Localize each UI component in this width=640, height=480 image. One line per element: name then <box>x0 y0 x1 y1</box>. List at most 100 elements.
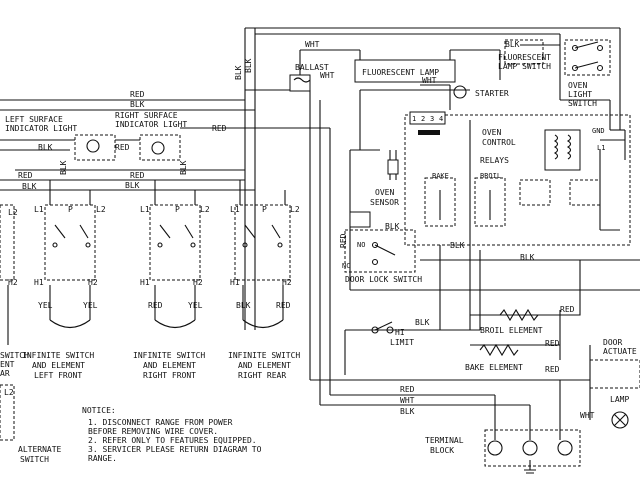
oven-sensor-label-2: SENSOR <box>370 198 399 207</box>
rf-h2-label: H2 <box>193 278 203 287</box>
left-indicator-label-2: INDICATOR LIGHT <box>5 124 77 133</box>
right-indicator-label-1: RIGHT SURFACE <box>115 111 178 120</box>
nc-label: NC <box>342 262 350 270</box>
oven-sensor: OVEN SENSOR <box>370 150 399 207</box>
infinite-switch-left-front: L1 P L2 H1 H2 YEL YEL INFINITE SWITCH AN… <box>22 204 106 380</box>
door-actuated-label-1: DOOR <box>603 338 622 347</box>
wire-blk-5: BLK <box>505 40 520 49</box>
cut-switch-label-2: ENT <box>0 360 15 369</box>
pin-4: 4 <box>439 115 443 123</box>
wire-blk-3: BLK <box>22 182 37 191</box>
alternate-switch: L2 ALTERNATE SWITCH <box>0 384 62 464</box>
bake-element-label: BAKE ELEMENT <box>465 363 523 372</box>
wire-blk-1: BLK <box>130 100 145 109</box>
right-surface-indicator: RIGHT SURFACE INDICATOR LIGHT <box>115 111 187 161</box>
infinite-switch-right-rear: L1 P L2 H1 H2 BLK RED INFINITE SWITCH AN… <box>228 204 300 380</box>
starter-label: STARTER <box>475 89 509 98</box>
rf-label-2: AND ELEMENT <box>143 361 196 370</box>
lf-l2-label: L2 <box>96 205 106 214</box>
notice-item-5: RANGE. <box>88 454 117 463</box>
lamp-label: LAMP <box>610 395 629 404</box>
wire-blk-vert-4: BLK <box>179 160 188 175</box>
wire-red-7: RED <box>545 339 560 348</box>
wire-blk-vert-3: BLK <box>59 160 68 175</box>
wire-blk-vert-2: BLK <box>244 58 253 73</box>
left-indicator-label-1: LEFT SURFACE <box>5 115 63 124</box>
cut-switch-label-1: SWITCH <box>0 351 29 360</box>
notice-item-4: 3. SERVICER PLEASE RETURN DIAGRAM TO <box>88 445 262 454</box>
oven-light-switch: OVEN LIGHT SWITCH <box>564 39 611 108</box>
door-actuated-label-2: ACTUATE <box>603 347 637 356</box>
rf-label-1: INFINITE SWITCH <box>133 351 205 360</box>
oven-sensor-label-1: OVEN <box>375 188 394 197</box>
infinite-switch-cut: L2 H2 SWITCH ENT AR <box>0 204 29 378</box>
wire-wht-1: WHT <box>305 40 320 49</box>
rr-red: RED <box>276 301 291 310</box>
broil-element-label: BROIL ELEMENT <box>480 326 543 335</box>
rr-label-2: AND ELEMENT <box>238 361 291 370</box>
rr-l1-label: L1 <box>230 205 240 214</box>
relays-label: RELAYS <box>480 156 509 165</box>
notice-item-3: 2. REFER ONLY TO FEATURES EQUIPPED. <box>88 436 257 445</box>
rr-h1-label: H1 <box>230 278 240 287</box>
terminal-block-label-1: TERMINAL <box>425 436 464 445</box>
wire-red-6: RED <box>560 305 575 314</box>
alternate-switch-label-2: SWITCH <box>20 455 49 464</box>
main-wires <box>0 27 640 440</box>
rf-label-3: RIGHT FRONT <box>143 371 196 380</box>
wire-wht-2: WHT <box>422 76 437 85</box>
fluorescent-lamp-switch: FLUORESCENT LAMP SWITCH <box>498 39 551 71</box>
door-actuated-switch: DOOR ACTUATE <box>589 338 640 389</box>
rf-l2-label: L2 <box>200 205 210 214</box>
wire-red-1: RED <box>130 90 145 99</box>
alt-l2-label: L2 <box>4 388 14 397</box>
terminal-block: TERMINAL BLOCK <box>425 429 581 474</box>
wire-blk-vert-1: BLK <box>234 65 243 80</box>
starter: STARTER <box>453 85 509 99</box>
rr-label-1: INFINITE SWITCH <box>228 351 300 360</box>
rr-blk: BLK <box>236 301 251 310</box>
ballast-label: BALLAST <box>295 63 329 72</box>
alternate-switch-label-1: ALTERNATE <box>18 445 62 454</box>
broil-element: BROIL ELEMENT <box>480 308 543 335</box>
wire-red-5: RED <box>130 171 145 180</box>
rr-h2-label: H2 <box>282 278 292 287</box>
pin-2: 2 <box>421 115 425 123</box>
wire-blk-7: BLK <box>450 241 465 250</box>
notice: NOTICE: 1. DISCONNECT RANGE FROM POWER B… <box>82 406 262 463</box>
l1-control-label: L1 <box>597 144 605 152</box>
hi-limit-label-2: LIMIT <box>390 338 414 347</box>
oven-light-switch-label-1: OVEN <box>568 81 587 90</box>
wire-color-labels: RED BLK RED BLK RED RED BLK RED BLK WHT … <box>18 40 595 420</box>
rf-h1-label: H1 <box>140 278 150 287</box>
notice-heading: NOTICE: <box>82 406 116 415</box>
bake-element: BAKE ELEMENT <box>465 343 523 372</box>
rf-red: RED <box>148 301 163 310</box>
rf-l1-label: L1 <box>140 205 150 214</box>
infinite-switch-right-front: L1 P L2 H1 H2 RED YEL INFINITE SWITCH AN… <box>133 204 210 380</box>
wire-red-2: RED <box>212 124 227 133</box>
oven-control-label-1: OVEN <box>482 128 501 137</box>
rf-yel: YEL <box>188 301 203 310</box>
cut-h2-label: H2 <box>8 278 18 287</box>
wire-red-9: RED <box>400 385 415 394</box>
oven-light-switch-label-2: LIGHT <box>568 90 592 99</box>
fluorescent-switch-label-2: LAMP SWITCH <box>498 62 551 71</box>
cut-switch-label-3: AR <box>0 369 10 378</box>
lf-p-label: P <box>68 205 73 214</box>
rr-p-label: P <box>262 205 267 214</box>
wire-blk-4: BLK <box>125 181 140 190</box>
wire-red-3: RED <box>115 143 130 152</box>
pin-3: 3 <box>430 115 434 123</box>
wire-blk-8: BLK <box>520 253 535 262</box>
wire-blk-9: BLK <box>415 318 430 327</box>
wire-red-4: RED <box>18 171 33 180</box>
lf-h1-label: H1 <box>34 278 44 287</box>
rf-p-label: P <box>175 205 180 214</box>
wire-blk-2: BLK <box>38 143 53 152</box>
lf-yel-1: YEL <box>38 301 53 310</box>
notice-item-1: 1. DISCONNECT RANGE FROM POWER <box>88 418 233 427</box>
hi-limit-label-1: HI <box>395 328 405 337</box>
